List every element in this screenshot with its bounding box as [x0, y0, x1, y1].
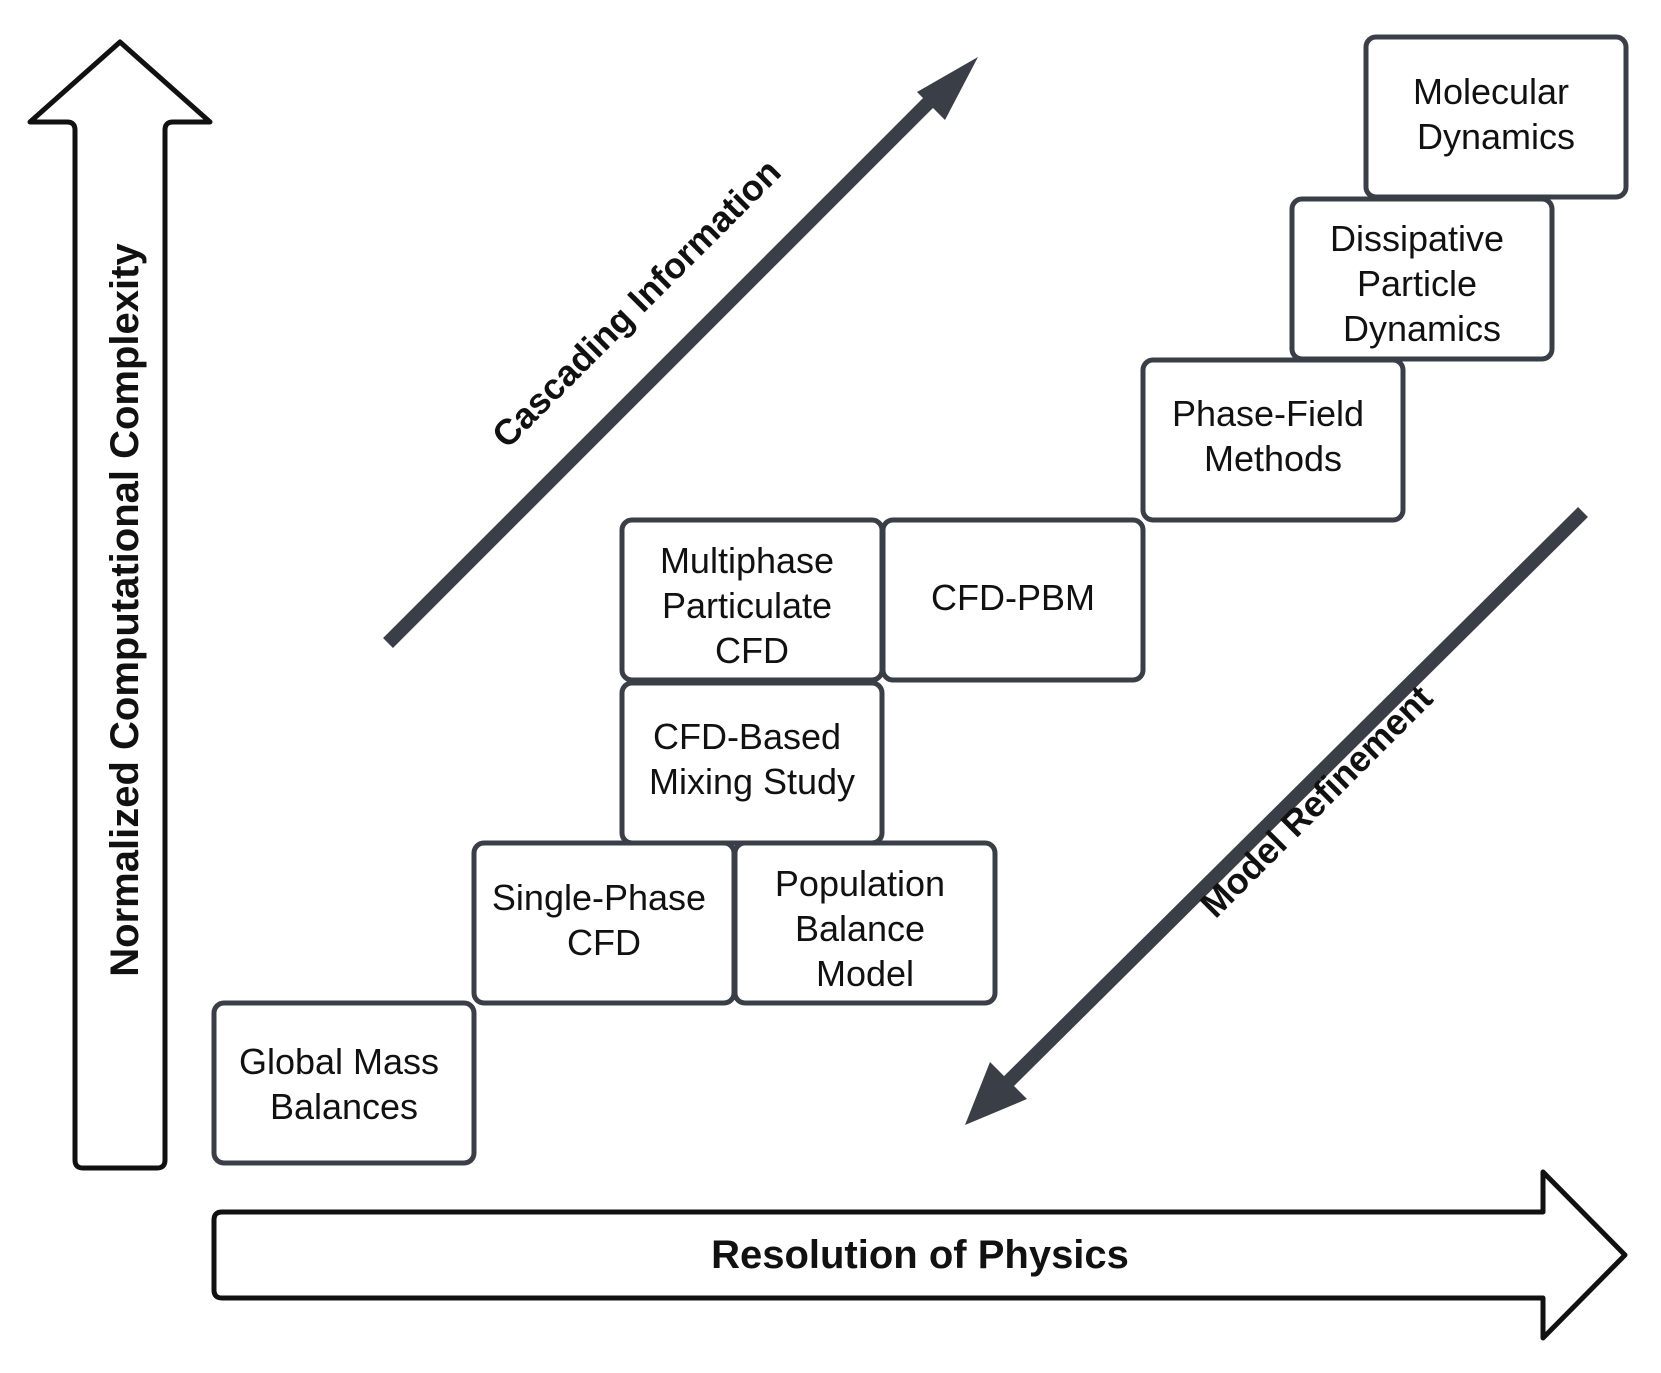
box-cfd-pbm: CFD-PBM	[880, 517, 1146, 683]
box-population-balance-model: Population Balance Model	[732, 840, 998, 1006]
svg-text:Multiphase Particulate: Multiphase Particulate CFD	[660, 540, 844, 671]
box-single-phase-cfd: Single-Phase CFD	[471, 840, 737, 1006]
svg-text:CFD-Based Mixing Study: CFD-Based Mixing Study	[649, 716, 855, 802]
cascading-arrow-shaft	[383, 91, 940, 648]
svg-text:Molecular Dynamics: Molecular Dynamics	[1413, 71, 1579, 157]
cascading-label: Cascading Information	[484, 151, 789, 456]
refinement-label: Model Refinement	[1192, 677, 1440, 925]
refinement-arrow-head	[965, 1062, 1027, 1125]
y-axis-arrow	[27, 39, 213, 1171]
svg-text:Global Mass Balances: Global Mass Balances	[239, 1041, 449, 1127]
box-phase-field-methods: Phase-Field Methods	[1140, 357, 1406, 523]
x-axis-arrow	[211, 1169, 1628, 1341]
refinement-arrow-shaft	[995, 507, 1588, 1095]
svg-text:Phase-Field Methods: Phase-Field Methods	[1172, 393, 1374, 479]
y-axis-label: Normalized Computational Complexity	[103, 243, 147, 977]
box-multiphase-particulate-cfd: Multiphase Particulate CFD	[619, 517, 885, 683]
cascading-arrow-head	[917, 57, 978, 120]
svg-text:Population Balance: Population Balance Model	[775, 863, 955, 994]
svg-text:Dissipative Particle: Dissipative Particle Dynamics	[1330, 218, 1514, 349]
box-global-mass-balances: Global Mass Balances	[211, 1000, 477, 1166]
svg-text:CFD-PBM: CFD-PBM	[931, 577, 1095, 618]
svg-text:Single-Phase CFD: Single-Phase CFD	[492, 877, 716, 963]
x-axis-label: Resolution of Physics	[711, 1233, 1129, 1277]
box-dissipative-particle-dynamics: Dissipative Particle Dynamics	[1289, 196, 1555, 362]
box-molecular-dynamics: Molecular Dynamics	[1363, 34, 1629, 200]
box-cfd-based-mixing-study: CFD-Based Mixing Study	[619, 680, 885, 846]
